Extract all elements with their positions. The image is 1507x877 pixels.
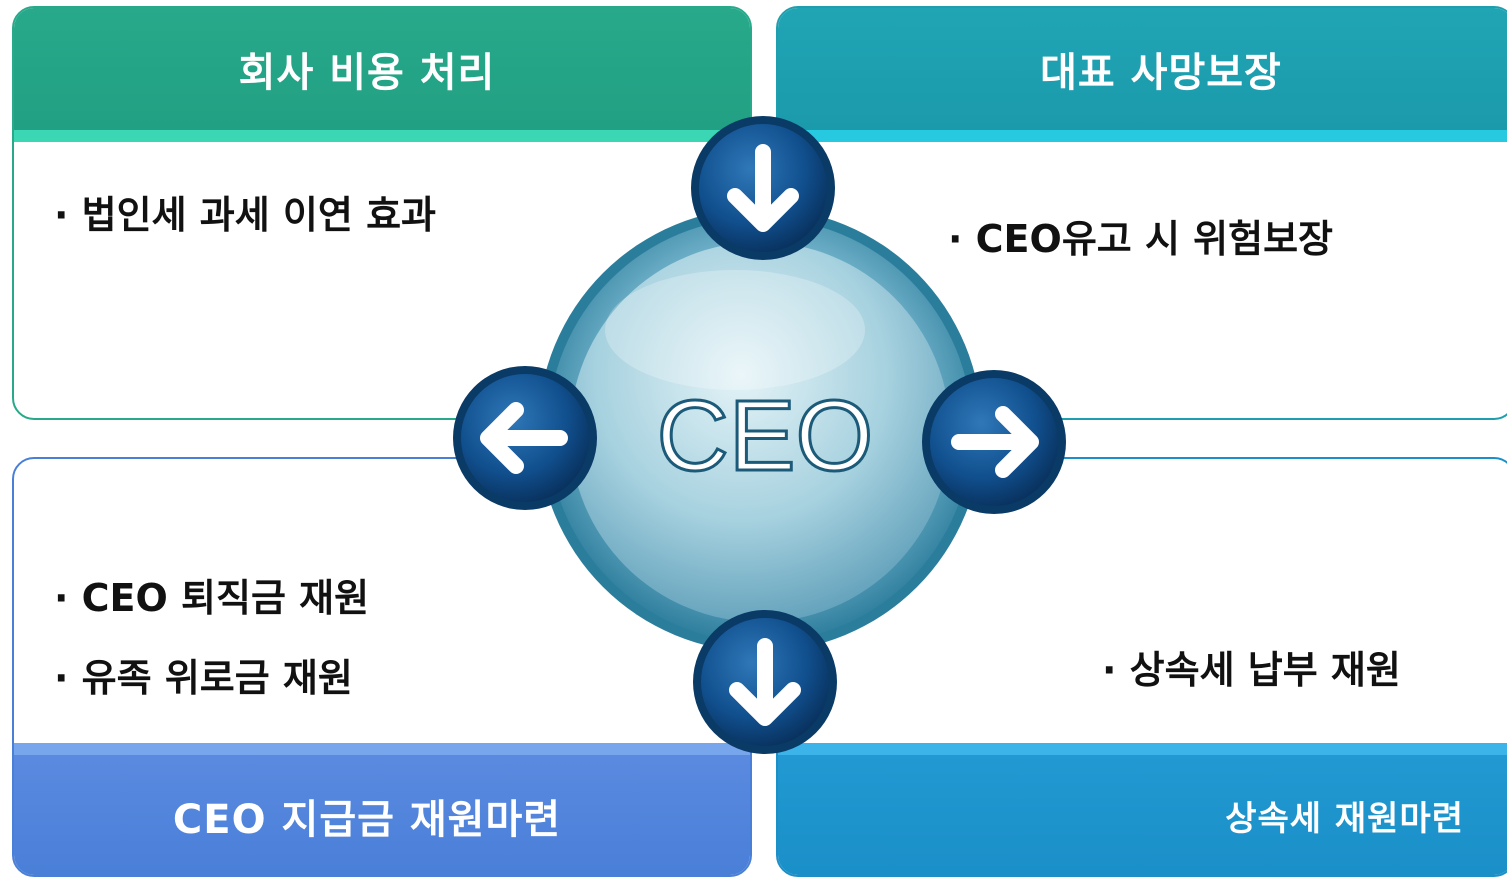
panel-company-expense: 회사 비용 처리 · 법인세 과세 이연 효과 [12, 6, 752, 420]
list-item: · 유족 위로금 재원 [54, 656, 353, 700]
arrow-down-icon [693, 610, 837, 754]
panel-ceo-death-coverage: 대표 사망보장 · CEO유고 시 위험보장 [776, 6, 1507, 420]
list-item: · CEO유고 시 위험보장 [948, 217, 1333, 261]
panel-header: 상속세 재원마련 [778, 743, 1507, 875]
list-item: · CEO 퇴직금 재원 [54, 576, 370, 620]
panel-title: 상속세 재원마련 [1225, 798, 1464, 839]
ceo-circle [538, 208, 982, 652]
panel-title: 회사 비용 처리 [238, 50, 496, 96]
panel-header: CEO 지급금 재원마련 [14, 743, 750, 875]
panel-header: 대표 사망보장 [778, 8, 1507, 142]
panel-ceo-payment-fund: · CEO 퇴직금 재원 · 유족 위로금 재원 CEO 지급금 재원마련 [12, 457, 752, 877]
arrow-down-icon [691, 116, 835, 260]
arrow-right-icon [922, 370, 1066, 514]
arrow-left-icon [453, 366, 597, 510]
panel-title: CEO 지급금 재원마련 [172, 797, 562, 843]
ceo-label: CEO [657, 380, 874, 492]
list-item: · 상속세 납부 재원 [1102, 648, 1401, 692]
list-item: · 법인세 과세 이연 효과 [54, 193, 436, 237]
panel-title: 대표 사망보장 [1040, 50, 1282, 96]
panel-header: 회사 비용 처리 [14, 8, 750, 142]
